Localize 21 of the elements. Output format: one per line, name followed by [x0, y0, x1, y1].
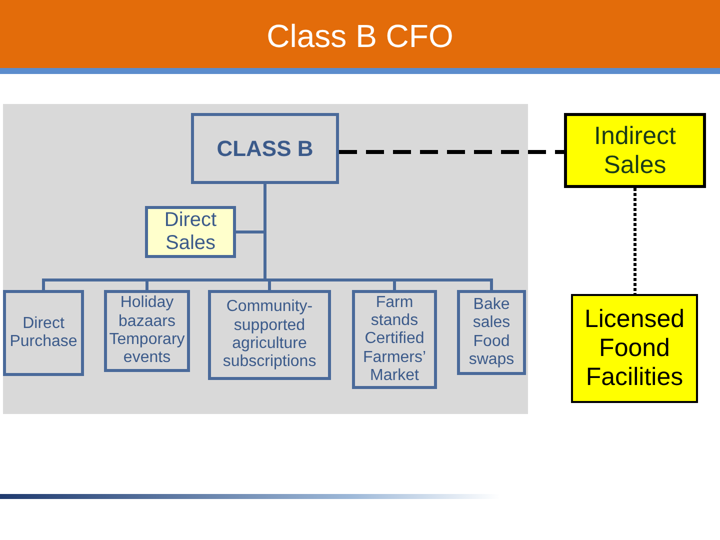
dashed-connector	[634, 188, 636, 294]
slide-title: Class B CFO	[266, 17, 454, 56]
item-box	[571, 294, 698, 403]
box-label: Bake sales Food swaps	[468, 296, 516, 370]
box-label: Direct Purchase	[8, 314, 78, 352]
item-box	[3, 290, 84, 376]
box-label: Licensed Foond Facilities	[583, 305, 686, 392]
label-box	[145, 206, 236, 258]
connector-line	[264, 184, 493, 290]
category-box	[191, 113, 339, 184]
box-label: Community-supported agriculture subscriptions	[222, 298, 318, 372]
item-box	[208, 290, 331, 380]
box-label: Direct Sales	[163, 209, 218, 255]
box-label: Farm stands Certified Farmers’ Market	[362, 294, 428, 386]
box-label: Holiday bazaars Temporary events	[108, 294, 186, 368]
category-box	[564, 113, 706, 188]
item-box	[352, 290, 437, 389]
dashed-connector	[339, 150, 564, 154]
box-label: Indirect Sales	[593, 122, 677, 180]
box-label: CLASS B	[216, 136, 314, 162]
item-box	[457, 290, 526, 375]
